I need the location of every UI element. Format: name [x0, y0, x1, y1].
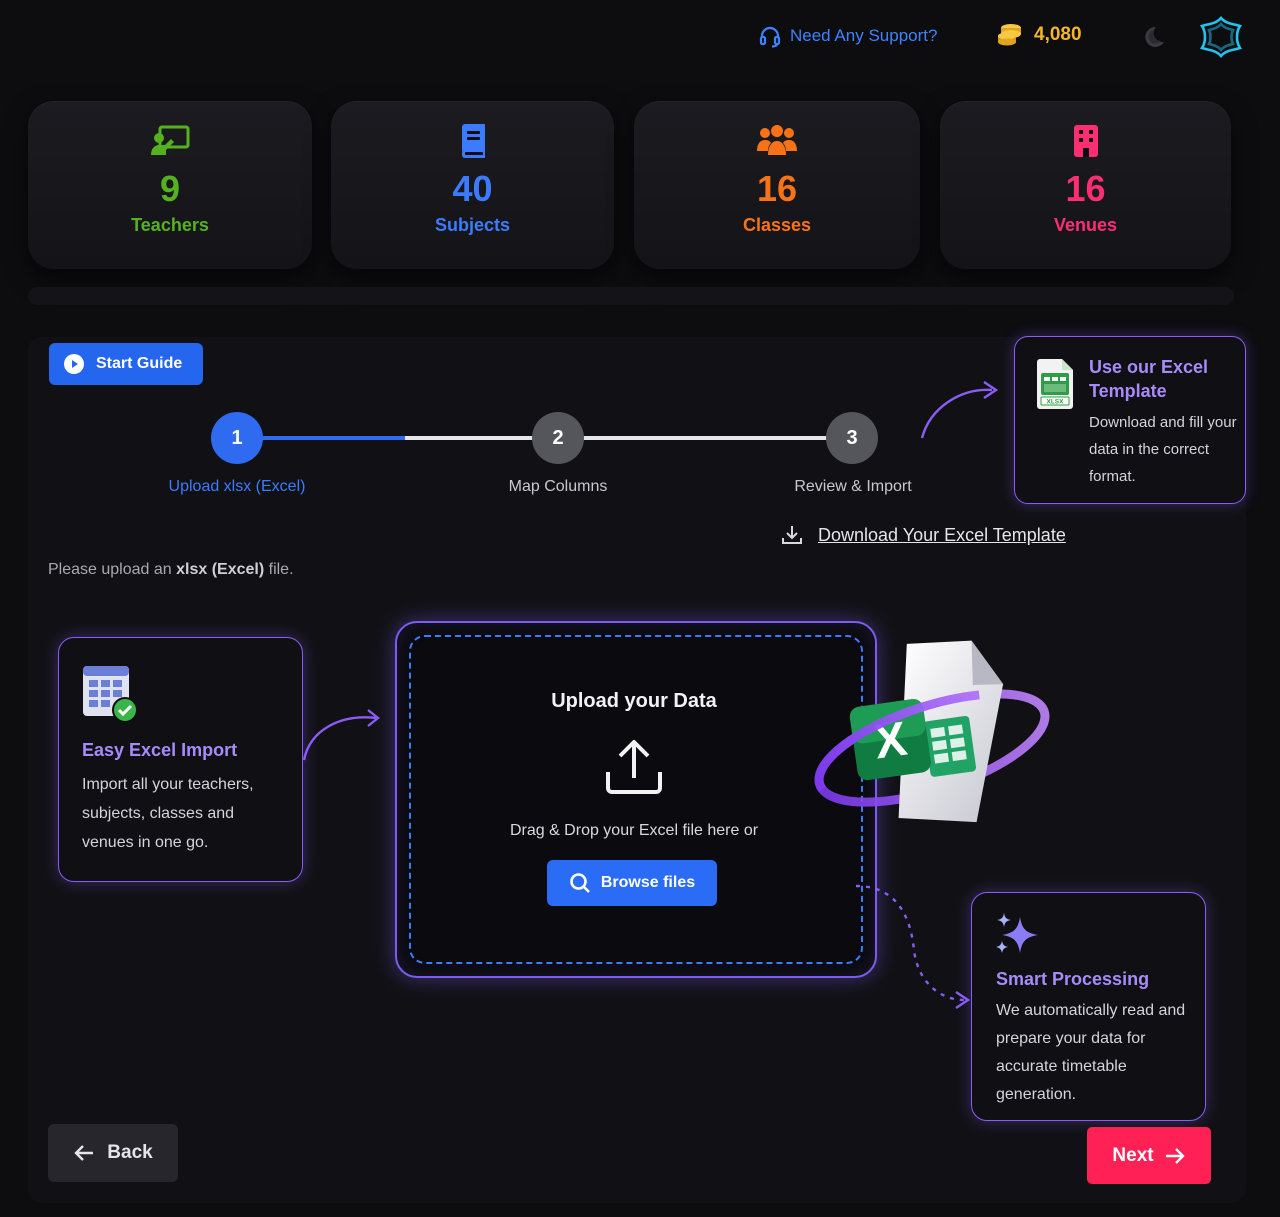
logo-icon — [1199, 15, 1243, 59]
arrow-connector — [920, 381, 999, 439]
section-divider — [28, 287, 1234, 305]
hint-text: Please upload an — [48, 561, 177, 578]
step-number: 2 — [552, 426, 564, 449]
step-3-circle[interactable]: 3 — [826, 412, 878, 464]
book-icon — [458, 121, 488, 161]
smart-processing-title: Smart Processing — [996, 969, 1150, 989]
support-link[interactable]: Need Any Support? — [758, 24, 937, 48]
dotted-arrow-connector — [855, 884, 971, 1009]
download-template-link[interactable]: Download Your Excel Template — [780, 523, 1066, 547]
template-card-description: Download and fill your data in the corre… — [1089, 414, 1237, 485]
step-2-label: Map Columns — [508, 478, 608, 495]
step-number: 3 — [846, 426, 858, 449]
arrow-right-icon — [1165, 1147, 1185, 1164]
upload-dropzone-dashed[interactable] — [409, 635, 863, 964]
stat-card-venues[interactable]: 16 Venues — [940, 101, 1231, 269]
support-label: Need Any Support? — [790, 26, 938, 45]
xlsx-file-icon: XLSX — [1037, 359, 1073, 409]
subjects-count: 40 — [452, 168, 493, 209]
back-button[interactable]: Back — [48, 1124, 178, 1182]
venues-label: Venues — [1053, 215, 1118, 235]
step-2-circle[interactable]: 2 — [532, 412, 584, 464]
excel-template-card[interactable]: XLSX Use our Excel Template Download and… — [1014, 336, 1246, 504]
stat-card-subjects[interactable]: 40 Subjects — [331, 101, 614, 269]
xlsx-badge: XLSX — [1047, 399, 1065, 406]
browse-files-button[interactable]: Browse files — [547, 860, 717, 906]
upload-hint: Please upload an xlsx (Excel) file. — [48, 561, 294, 579]
teacher-board-icon — [150, 121, 190, 161]
upload-title: Upload your Data — [551, 690, 717, 712]
stat-card-teachers[interactable]: 9 Teachers — [28, 101, 312, 269]
subjects-label: Subjects — [434, 215, 511, 235]
next-button[interactable]: Next — [1087, 1127, 1211, 1184]
smart-processing-card: Smart Processing We automatically read a… — [971, 892, 1206, 1121]
stepper-line — [405, 436, 535, 440]
teachers-label: Teachers — [131, 215, 209, 235]
download-icon — [782, 526, 802, 544]
step-3-label: Review & Import — [794, 478, 912, 495]
stat-card-classes[interactable]: 16 Classes — [634, 101, 920, 269]
drag-drop-text: Drag & Drop your Excel file here or — [509, 822, 759, 839]
headset-icon — [759, 26, 781, 48]
top-bar: Need Any Support? 4,080 — [0, 0, 1280, 80]
next-label: Next — [1112, 1144, 1154, 1166]
coins-icon — [998, 24, 1021, 46]
step-1-label: Upload xlsx (Excel) — [168, 478, 306, 495]
arrow-connector — [302, 709, 380, 761]
arrow-left-icon — [74, 1145, 94, 1161]
template-card-title: Use our Excel Template — [1089, 357, 1209, 401]
coin-value: 4,080 — [1034, 24, 1082, 45]
back-label: Back — [107, 1142, 153, 1163]
teachers-count: 9 — [159, 168, 181, 209]
search-icon — [570, 873, 590, 893]
excel-file-illustration: X — [814, 640, 1050, 823]
users-group-icon — [757, 121, 797, 161]
building-icon — [1072, 121, 1100, 161]
start-guide-label: Start Guide — [96, 355, 183, 372]
classes-label: Classes — [742, 215, 812, 235]
download-template-label: Download Your Excel Template — [818, 524, 1066, 545]
hint-file-type: xlsx (Excel) — [176, 561, 265, 578]
step-1-circle[interactable]: 1 — [211, 412, 263, 464]
app-logo[interactable] — [1198, 14, 1244, 65]
classes-count: 16 — [756, 168, 798, 209]
upload-icon — [606, 740, 662, 794]
start-guide-button[interactable]: Start Guide — [49, 343, 203, 385]
easy-import-card: Easy Excel Import Import all your teache… — [58, 637, 303, 882]
play-circle-icon — [64, 354, 84, 374]
easy-import-title: Easy Excel Import — [82, 740, 238, 760]
moon-icon — [1145, 26, 1164, 47]
theme-toggle[interactable] — [1140, 24, 1166, 55]
upload-dropzone[interactable] — [395, 621, 877, 978]
venues-count: 16 — [1065, 168, 1106, 209]
browse-files-label: Browse files — [600, 874, 696, 891]
stepper-progress-line — [262, 436, 405, 440]
spreadsheet-check-icon — [83, 666, 138, 723]
stepper-line — [583, 436, 829, 440]
hint-text-end: file. — [264, 561, 294, 578]
coin-balance: 4,080 — [996, 22, 1082, 48]
sparkles-icon — [996, 913, 1038, 953]
smart-processing-description: We automatically read and prepare your d… — [996, 1002, 1186, 1103]
step-number: 1 — [231, 426, 243, 449]
easy-import-description: Import all your teachers, subjects, clas… — [82, 776, 254, 851]
